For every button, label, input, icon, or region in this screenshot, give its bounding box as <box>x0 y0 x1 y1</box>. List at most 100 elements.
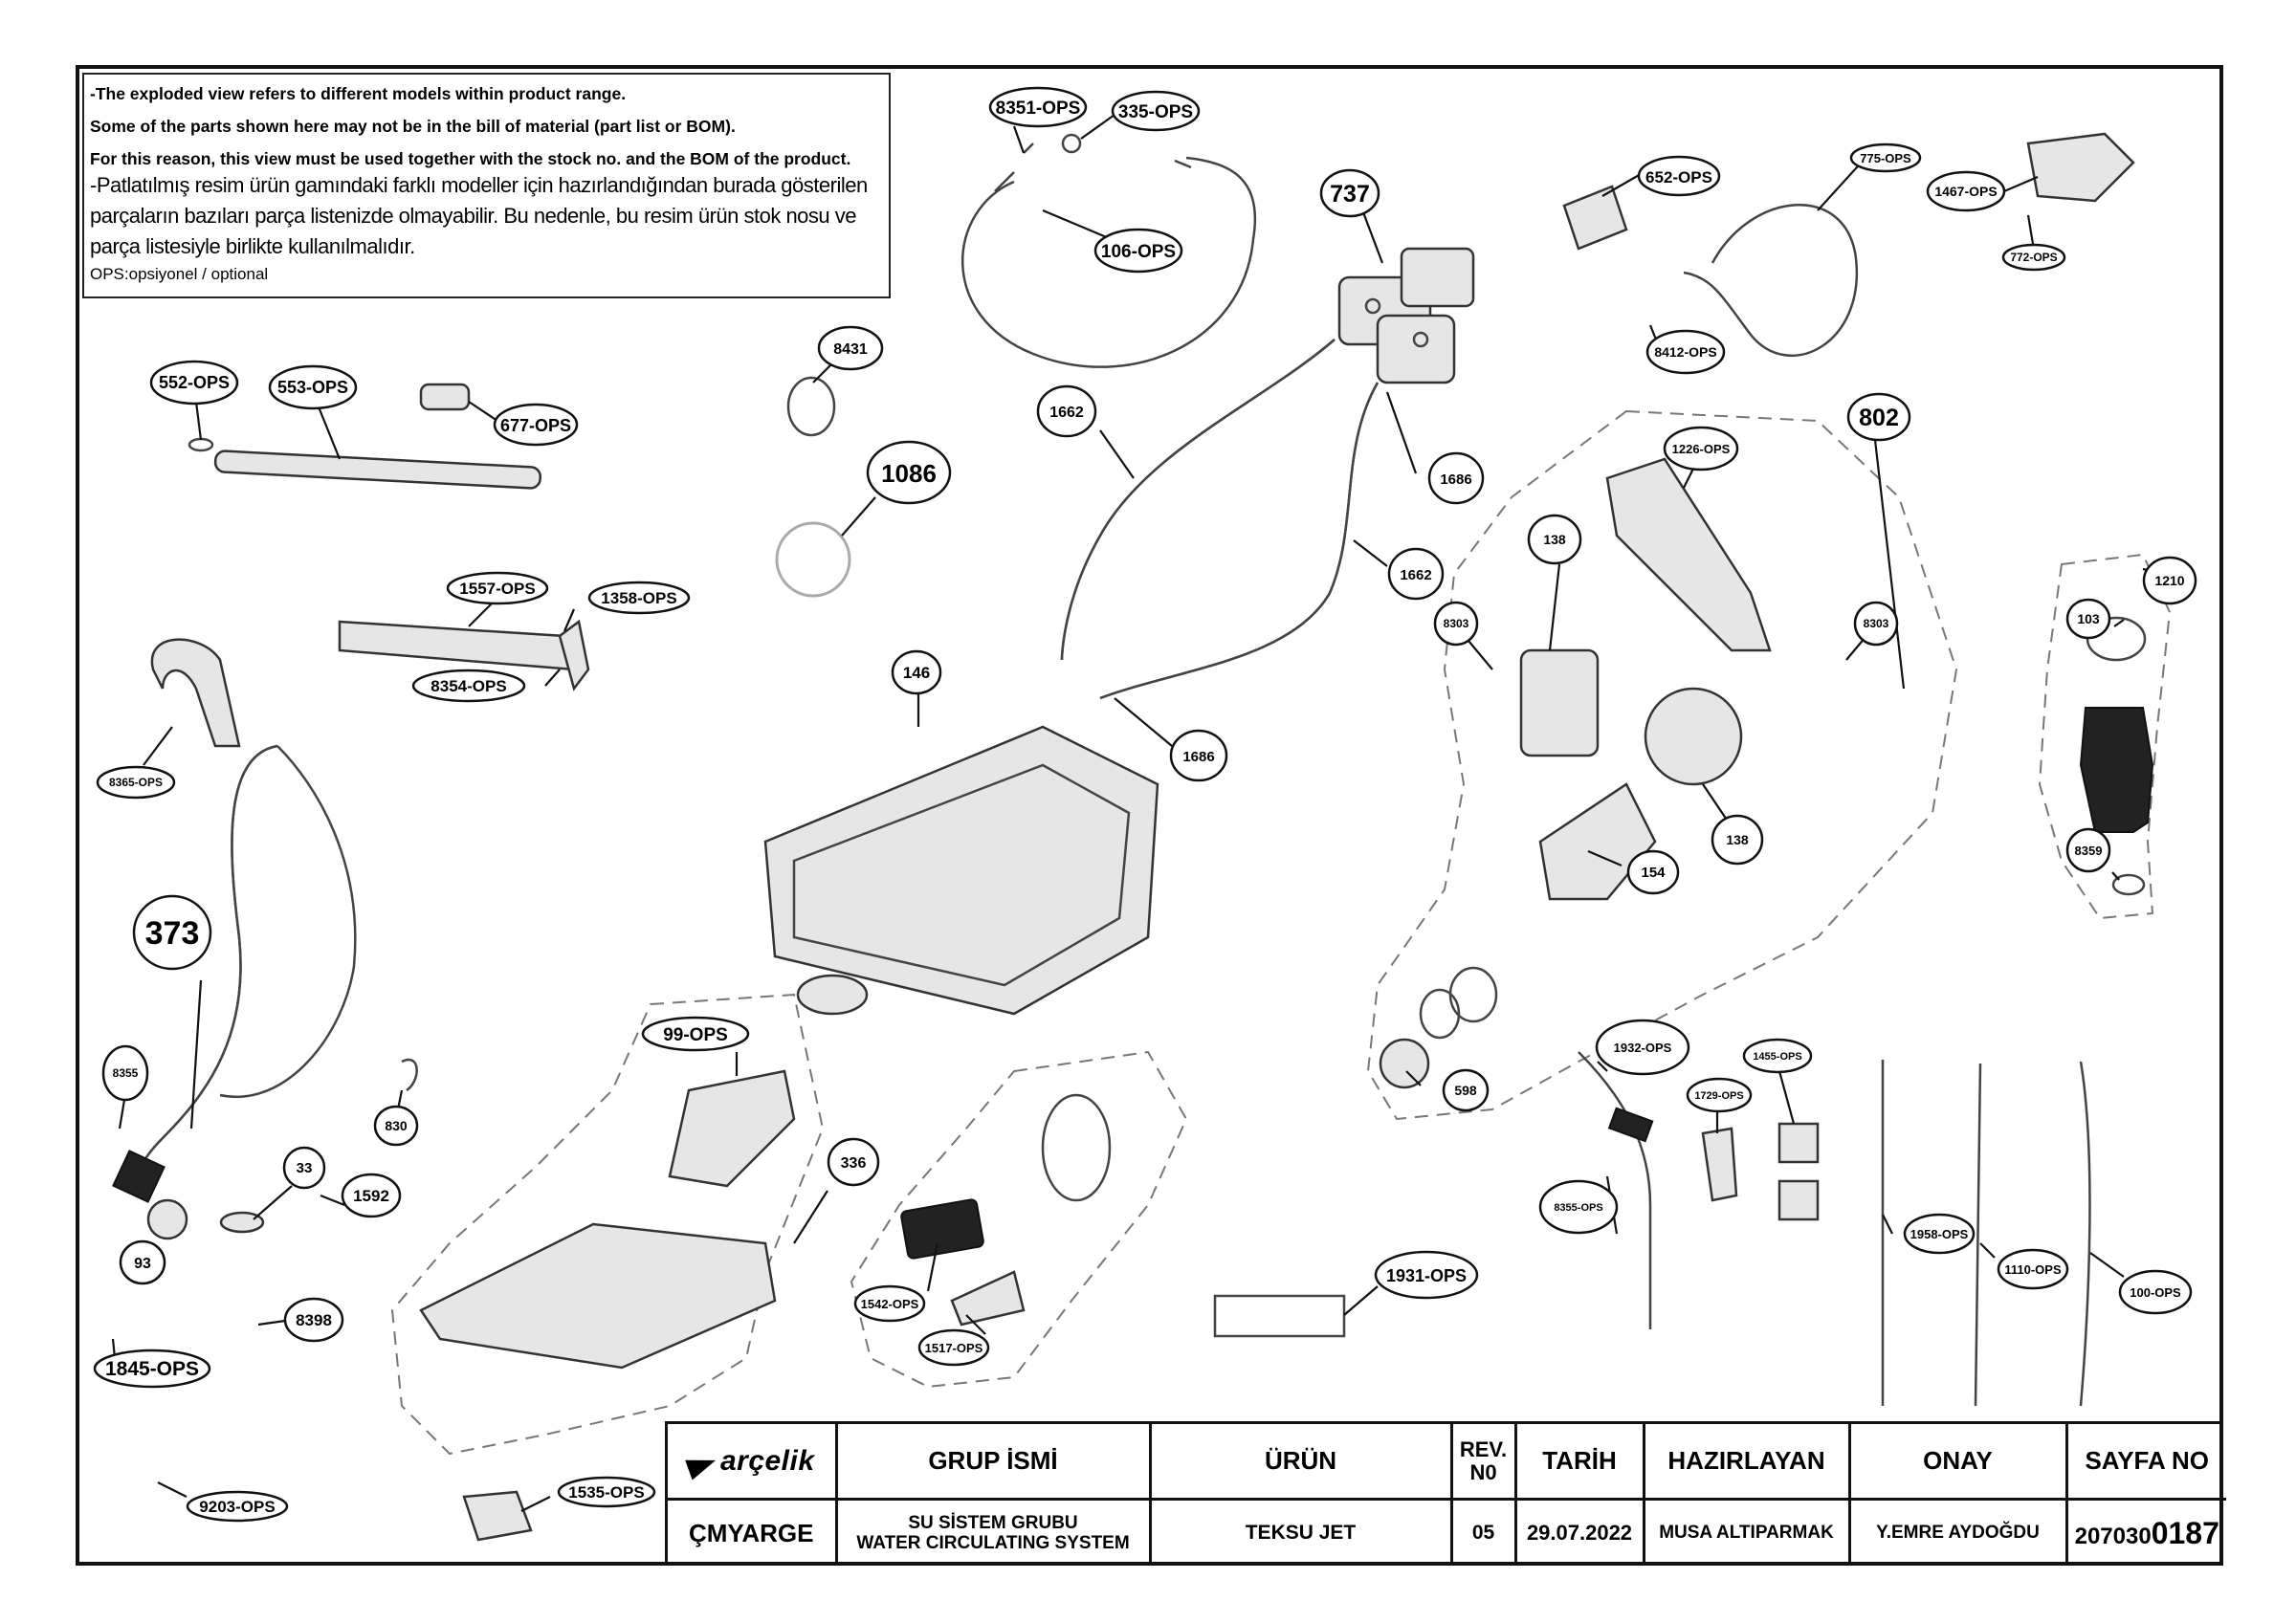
callout-1662-left: 1662 <box>1036 384 1097 438</box>
ring-598b <box>1419 988 1461 1040</box>
callout-552: 552-OPS <box>149 360 239 406</box>
ring-8431 <box>786 376 836 437</box>
callout-103: 103 <box>2065 598 2111 640</box>
product-header: ÜRÜN <box>1148 1424 1453 1502</box>
svg-text:146: 146 <box>903 664 930 682</box>
group-outline-802 <box>1366 409 1958 1121</box>
pump-138-right <box>1644 687 1743 786</box>
drawer-handle-99 <box>668 1069 796 1188</box>
hose-end-right <box>1174 159 1192 169</box>
callout-1729: 1729-OPS <box>1686 1077 1753 1113</box>
pressure-hose-775 <box>1683 203 1859 357</box>
approved-by-cell: Y.EMRE AYDOĞDU <box>1847 1498 2068 1566</box>
callout-8355-ops: 8355-OPS <box>1538 1179 1619 1235</box>
svg-text:8365-OPS: 8365-OPS <box>109 776 163 789</box>
filter-mesh <box>1041 1093 1112 1202</box>
svg-text:138: 138 <box>1543 532 1566 547</box>
group-header: GRUP İSMİ <box>834 1424 1152 1502</box>
page-no-suffix: 0187 <box>2151 1515 2219 1550</box>
strip-100 <box>2079 1061 2091 1407</box>
callout-1686-bottom: 1686 <box>1169 729 1228 782</box>
svg-text:8412-OPS: 8412-OPS <box>1654 344 1716 360</box>
callout-1958: 1958-OPS <box>1903 1213 1976 1255</box>
tube-553 <box>213 450 542 490</box>
callout-775: 775-OPS <box>1849 143 1922 173</box>
note-line-1: -The exploded view refers to different m… <box>90 84 627 103</box>
callout-8431: 8431 <box>817 325 884 371</box>
prepared-by-cell: MUSA ALTIPARMAK <box>1642 1498 1851 1566</box>
label-1931 <box>1213 1294 1346 1338</box>
callout-1467: 1467-OPS <box>1926 170 2006 212</box>
svg-text:1729-OPS: 1729-OPS <box>1694 1090 1743 1102</box>
strip-1110 <box>1974 1063 1982 1407</box>
svg-text:8355-OPS: 8355-OPS <box>1554 1202 1602 1214</box>
rev-cell: 05 <box>1449 1498 1517 1566</box>
svg-text:1592: 1592 <box>353 1187 389 1205</box>
title-block: arçelik GRUP İSMİ ÜRÜN REV.N0 TARİH HAZI… <box>665 1421 2226 1566</box>
clamp-33 <box>219 1211 265 1234</box>
callout-8365: 8365-OPS <box>96 765 176 800</box>
svg-text:598: 598 <box>1454 1083 1477 1098</box>
hose-hanger-8365 <box>150 638 241 748</box>
svg-text:336: 336 <box>841 1155 867 1172</box>
filter-cap-598 <box>1379 1038 1430 1089</box>
part-1535 <box>462 1490 533 1542</box>
callout-802: 802 <box>1846 392 1911 442</box>
callout-8354: 8354-OPS <box>411 669 526 703</box>
callout-737: 737 <box>1319 168 1380 218</box>
department-cell: ÇMYARGE <box>668 1498 838 1566</box>
svg-text:93: 93 <box>134 1256 151 1272</box>
gasket-335 <box>1061 133 1082 154</box>
svg-text:9203-OPS: 9203-OPS <box>199 1498 275 1516</box>
svg-text:99-OPS: 99-OPS <box>663 1025 728 1045</box>
svg-text:1110-OPS: 1110-OPS <box>2004 1262 2062 1277</box>
callout-93: 93 <box>119 1239 166 1285</box>
svg-text:1542-OPS: 1542-OPS <box>861 1297 919 1311</box>
note-line-3: For this reason, this view must be used … <box>90 149 851 168</box>
note-line-4: -Patlatılmış resim ürün gamındaki farklı… <box>90 173 868 197</box>
svg-text:8303: 8303 <box>1444 617 1469 630</box>
callout-154: 154 <box>1626 849 1680 895</box>
callout-1557: 1557-OPS <box>446 571 549 605</box>
svg-text:1517-OPS: 1517-OPS <box>925 1341 983 1355</box>
callout-8398: 8398 <box>283 1297 344 1343</box>
callout-1592: 1592 <box>341 1173 402 1218</box>
callout-1455: 1455-OPS <box>1742 1038 1813 1074</box>
arcelik-logo-icon <box>685 1450 719 1480</box>
part-1455b <box>1777 1179 1820 1221</box>
callout-1662-right: 1662 <box>1387 547 1445 601</box>
page-no-prefix: 207030 <box>2074 1523 2152 1549</box>
svg-text:103: 103 <box>2077 611 2100 626</box>
group-outline-1210 <box>2038 553 2172 920</box>
svg-text:652-OPS: 652-OPS <box>1645 168 1712 186</box>
svg-text:8303: 8303 <box>1864 617 1889 630</box>
svg-text:775-OPS: 775-OPS <box>1860 151 1911 165</box>
callout-1210: 1210 <box>2142 556 2197 605</box>
svg-text:8431: 8431 <box>833 341 868 358</box>
svg-text:8351-OPS: 8351-OPS <box>996 99 1081 119</box>
svg-text:1662: 1662 <box>1049 405 1084 421</box>
callout-335: 335-OPS <box>1111 90 1201 132</box>
hose-1662-left <box>1060 339 1336 661</box>
svg-text:830: 830 <box>385 1118 408 1133</box>
bracket-1226 <box>1605 457 1772 652</box>
svg-text:1455-OPS: 1455-OPS <box>1753 1051 1801 1063</box>
svg-text:1686: 1686 <box>1440 472 1471 488</box>
drain-hose-373-outline <box>136 744 278 1188</box>
clamp-1086 <box>775 521 851 598</box>
svg-text:1535-OPS: 1535-OPS <box>568 1483 644 1502</box>
note-line-2: Some of the parts shown here may not be … <box>90 117 736 136</box>
date-cell: 29.07.2022 <box>1513 1498 1645 1566</box>
hose-guide <box>112 1150 166 1203</box>
inlet-hose-106 <box>961 156 1257 368</box>
callout-138-bottom: 138 <box>1711 814 1764 866</box>
callout-1932: 1932-OPS <box>1595 1019 1690 1076</box>
callout-106: 106-OPS <box>1093 228 1183 274</box>
callout-1542: 1542-OPS <box>853 1284 926 1323</box>
callout-598: 598 <box>1442 1068 1490 1112</box>
callout-373: 373 <box>132 894 212 971</box>
callout-99: 99-OPS <box>641 1016 750 1052</box>
svg-text:677-OPS: 677-OPS <box>500 416 571 435</box>
